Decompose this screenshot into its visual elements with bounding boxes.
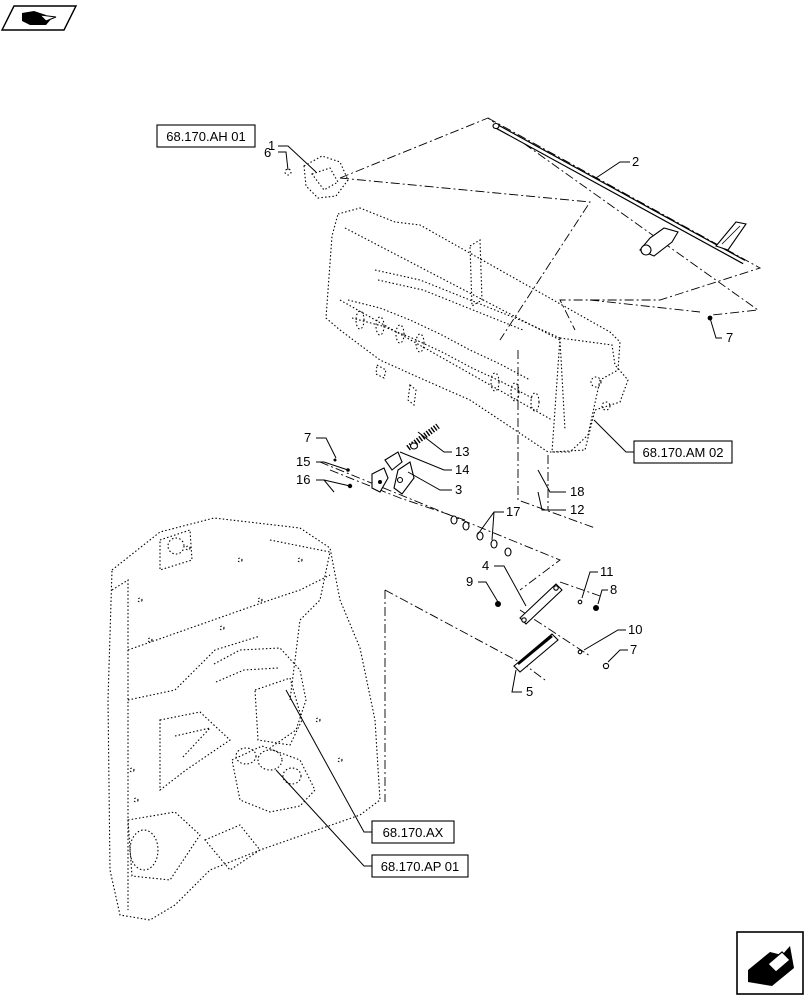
ref-label: 68.170.AM 02 bbox=[643, 445, 724, 460]
callout-leaders bbox=[275, 145, 722, 867]
drive-shaft bbox=[492, 122, 747, 265]
callout-17: 17 bbox=[506, 504, 520, 519]
ref-box-68-170-ap-01[interactable]: 68.170.AP 01 bbox=[371, 854, 469, 878]
ref-label: 68.170.AX bbox=[383, 825, 444, 840]
callout-2: 2 bbox=[632, 154, 639, 169]
callout-3: 3 bbox=[455, 482, 462, 497]
callout-10: 10 bbox=[628, 622, 642, 637]
previous-page-button[interactable] bbox=[0, 5, 78, 31]
washer-set bbox=[450, 515, 512, 557]
previous-page-icon bbox=[22, 11, 57, 25]
callout-numbers: 1 6 2 7 18 12 13 14 3 7 15 16 17 4 9 11 … bbox=[264, 138, 733, 699]
callout-9: 9 bbox=[466, 574, 473, 589]
spring-assembly bbox=[333, 423, 440, 495]
callout-18: 18 bbox=[570, 484, 584, 499]
rotor-housing bbox=[325, 207, 629, 453]
callout-5: 5 bbox=[526, 684, 533, 699]
callout-6: 6 bbox=[264, 145, 271, 160]
callout-7-left: 7 bbox=[304, 430, 311, 445]
next-page-button[interactable] bbox=[736, 931, 804, 995]
roller-coils bbox=[347, 269, 561, 412]
callout-14: 14 bbox=[455, 462, 469, 477]
next-page-icon bbox=[748, 946, 794, 986]
callout-7-bottom: 7 bbox=[630, 642, 637, 657]
ref-label: 68.170.AH 01 bbox=[166, 129, 246, 144]
callout-13: 13 bbox=[455, 444, 469, 459]
callout-7-top: 7 bbox=[726, 330, 733, 345]
callout-16: 16 bbox=[296, 472, 310, 487]
callout-8: 8 bbox=[610, 582, 617, 597]
ref-box-68-170-ah-01[interactable]: 68.170.AH 01 bbox=[156, 124, 256, 148]
ref-label: 68.170.AP 01 bbox=[381, 859, 460, 874]
callout-15: 15 bbox=[296, 454, 310, 469]
ref-box-68-170-am-02[interactable]: 68.170.AM 02 bbox=[633, 440, 733, 464]
ref-box-68-170-ax[interactable]: 68.170.AX bbox=[371, 820, 455, 844]
link-plates bbox=[495, 315, 713, 673]
callout-1: 1 bbox=[268, 138, 275, 153]
sensor-bracket bbox=[284, 155, 349, 199]
callout-12: 12 bbox=[570, 502, 584, 517]
callout-11: 11 bbox=[600, 564, 614, 579]
baler-frame bbox=[107, 517, 381, 921]
callout-4: 4 bbox=[482, 558, 489, 573]
